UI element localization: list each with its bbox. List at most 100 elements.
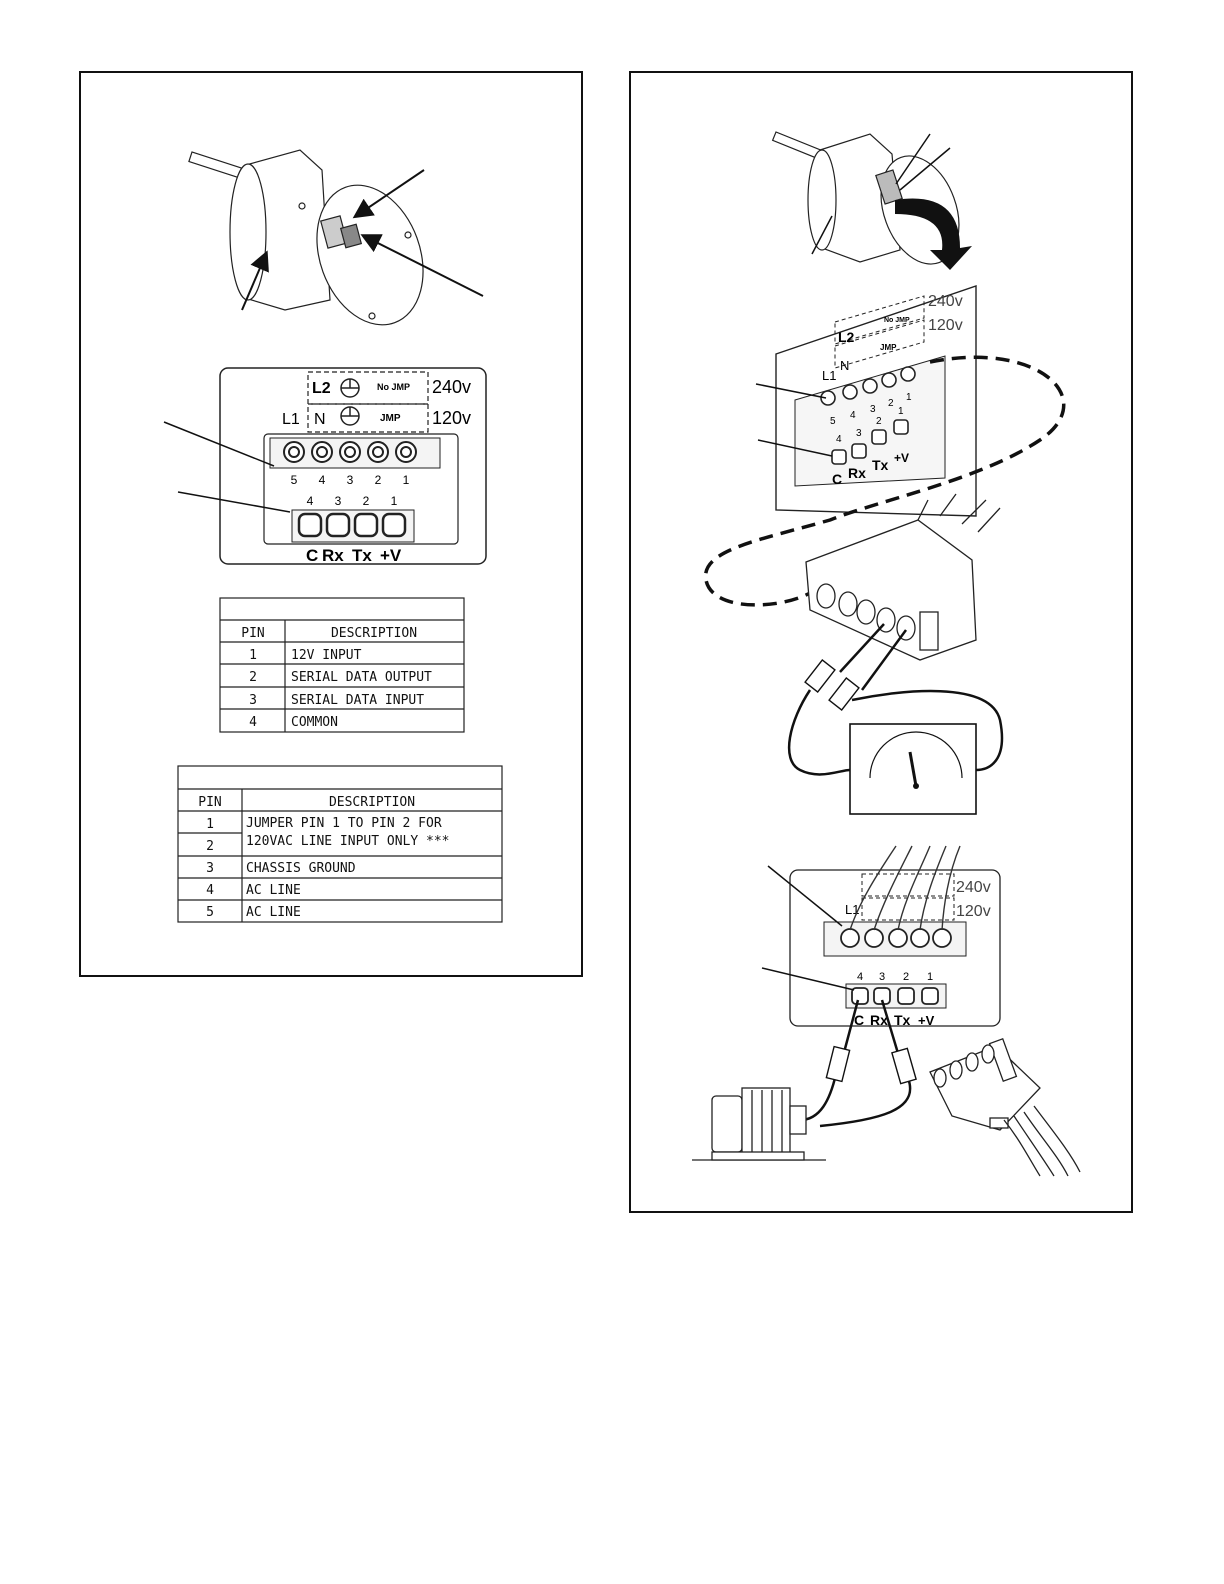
l2-label: L2 (312, 380, 331, 397)
v240-label: 240v (432, 377, 471, 397)
control-pin-3: 3 (856, 428, 862, 439)
power-pin-3: 3 (347, 473, 354, 487)
control-pin-table (219, 597, 465, 733)
n-label: N (314, 411, 326, 428)
table-header-description: DESCRIPTION (331, 626, 417, 641)
control-name-tx: Tx (352, 546, 372, 565)
power-pin-5: 5 (291, 473, 298, 487)
l2-label: L2 (838, 329, 855, 345)
test-instrument-illustration (692, 1087, 826, 1161)
table-cell-description: CHASSIS GROUND (246, 861, 356, 876)
table-cell-pin: 1 (249, 648, 257, 663)
power-pin-1: 1 (403, 473, 410, 487)
power-pin-1: 1 (906, 392, 912, 403)
power-pin-3: 3 (870, 404, 876, 415)
leader-line (767, 865, 843, 927)
control-name-tx: Tx (894, 1012, 911, 1028)
leader-line (352, 169, 425, 219)
control-name-c: C (306, 546, 318, 565)
table-cell-pin: 4 (206, 883, 214, 898)
control-name-c: C (854, 1012, 864, 1028)
probe-tip (825, 1045, 851, 1083)
power-pin-2: 2 (888, 398, 894, 409)
power-pin-5: 5 (830, 416, 836, 427)
table-cell-pin: 5 (206, 905, 214, 920)
table-cell-description: SERIAL DATA INPUT (291, 693, 424, 708)
unplugged-control-connector (929, 1037, 1081, 1177)
right-figure-frame (629, 71, 1133, 1213)
control-name-c: C (832, 471, 842, 487)
control-pin-1: 1 (898, 406, 904, 417)
control-pin-2: 2 (876, 416, 882, 427)
control-name-rx: Rx (870, 1012, 888, 1028)
control-pin-4: 4 (836, 434, 842, 445)
table-cell-description: 12V INPUT (291, 648, 362, 663)
table-cell-pin: 3 (249, 693, 257, 708)
meter-illustration (849, 723, 977, 815)
table-cell-pin: 4 (249, 715, 257, 730)
plugged-power-wires (849, 845, 961, 931)
table-cell-pin: 2 (206, 839, 214, 854)
power-pin-table (177, 765, 503, 923)
leader-line (899, 147, 951, 191)
l1-label: L1 (282, 411, 300, 428)
left-connector-plate: L2 No JMP 240v L1 N JMP 120v 5 4 3 2 1 4… (219, 367, 487, 565)
l1-label: L1 (845, 902, 859, 917)
right-top-connector-plate: L2 No JMP 240v L1 N JMP 120v 5 4 3 2 1 4… (775, 285, 977, 517)
control-name-v: +V (380, 546, 402, 565)
dashed-loop (704, 355, 1066, 607)
table-cell-pin: 1 (206, 817, 214, 832)
table-cell-description: 120VAC LINE INPUT ONLY *** (246, 834, 450, 849)
plug-connector (805, 493, 1001, 661)
table-cell-description: SERIAL DATA OUTPUT (291, 670, 432, 685)
v240-label: 240v (928, 293, 963, 310)
control-name-tx: Tx (872, 457, 889, 473)
n-label: N (840, 358, 849, 373)
v240-label: 240v (956, 879, 991, 896)
left-motor-illustration (188, 149, 424, 326)
table-cell-pin: 2 (249, 670, 257, 685)
probe-tip (804, 659, 836, 693)
leader-line (241, 250, 269, 311)
power-pin-4: 4 (850, 410, 856, 421)
control-pin-2: 2 (903, 971, 909, 983)
table-cell-description: AC LINE (246, 883, 301, 898)
leader-line (757, 439, 833, 457)
leader-line (811, 215, 833, 255)
control-pin-4: 4 (307, 494, 314, 508)
control-name-v: +V (918, 1013, 935, 1028)
probe-wires (787, 623, 1004, 776)
jmp-label: JMP (380, 413, 401, 424)
curved-arrow (895, 198, 972, 270)
no-jmp-label: No JMP (884, 317, 910, 324)
l1-label: L1 (822, 368, 836, 383)
control-pin-3: 3 (335, 494, 342, 508)
control-name-rx: Rx (848, 465, 866, 481)
control-pin-1: 1 (927, 971, 933, 983)
control-pin-1: 1 (391, 494, 398, 508)
table-cell-description: COMMON (291, 715, 338, 730)
leader-line (360, 234, 484, 297)
probe-tip (828, 677, 860, 711)
right-bottom-connector-plate: 240v 120v L1 4 3 2 1 C Rx Tx +V (789, 869, 1001, 1028)
v120-label: 120v (928, 317, 963, 334)
control-name-v: +V (894, 451, 909, 465)
leader-line (163, 421, 275, 467)
table-header-pin: PIN (241, 626, 264, 641)
v120-label: 120v (956, 903, 991, 920)
no-jmp-label: No JMP (377, 382, 410, 392)
control-name-rx: Rx (322, 546, 344, 565)
leader-line (177, 491, 291, 513)
probe-tip (891, 1047, 917, 1085)
jmp-label: JMP (880, 343, 897, 352)
left-figure-frame (79, 71, 583, 977)
table-header-description: DESCRIPTION (329, 795, 415, 810)
control-pin-4: 4 (857, 971, 863, 983)
control-pin-3: 3 (879, 971, 885, 983)
table-cell-pin: 3 (206, 861, 214, 876)
power-pin-2: 2 (375, 473, 382, 487)
table-cell-description: AC LINE (246, 905, 301, 920)
leader-line (761, 967, 855, 991)
table-cell-description: JUMPER PIN 1 TO PIN 2 FOR (246, 816, 442, 831)
